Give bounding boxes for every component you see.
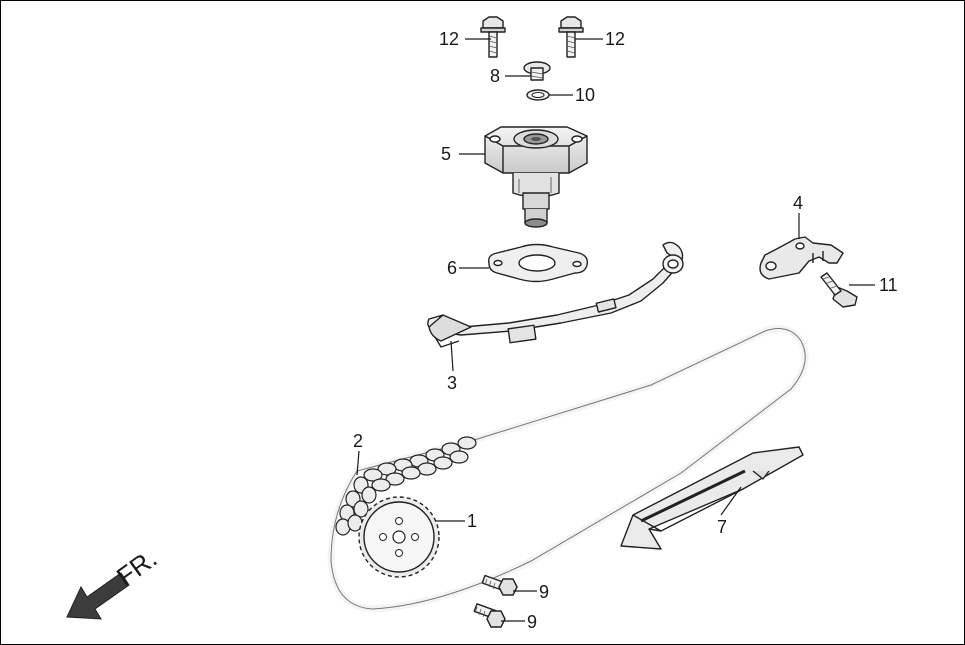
callout-7: 7 — [717, 517, 727, 537]
plug-bolt-8 — [523, 61, 551, 81]
gasket-6 — [487, 243, 589, 283]
chain-guide-7 — [620, 446, 804, 550]
callout-3: 3 — [447, 373, 457, 393]
callout-4: 4 — [793, 193, 803, 213]
leader-lines — [356, 38, 875, 622]
bracket-4 — [759, 236, 844, 280]
bolt-9-upper — [481, 574, 518, 596]
callout-labels: 12 12 8 10 5 6 3 4 11 2 1 7 9 9 — [353, 29, 898, 632]
sprocket-1 — [358, 496, 440, 578]
callout-11: 11 — [879, 275, 898, 295]
callout-12-right: 12 — [605, 29, 625, 49]
chain-tensioner-5 — [484, 126, 588, 228]
bolt-9-lower — [473, 603, 506, 628]
cam-chain-2 — [327, 325, 809, 613]
washer-10 — [526, 89, 550, 101]
front-direction-arrow: FR. — [66, 543, 162, 620]
callout-8: 8 — [490, 66, 500, 86]
callout-12-left: 12 — [439, 29, 459, 49]
callout-5: 5 — [441, 144, 451, 164]
callout-1: 1 — [467, 511, 477, 531]
callout-9-upper: 9 — [539, 582, 549, 602]
bolt-11 — [820, 272, 858, 308]
callout-2: 2 — [353, 431, 363, 451]
bolt-12-right — [558, 16, 584, 58]
tensioner-slipper-3 — [427, 241, 684, 348]
callout-9-lower: 9 — [527, 612, 537, 632]
bolt-12-left — [480, 16, 506, 58]
callout-10: 10 — [575, 85, 595, 105]
callout-6: 6 — [447, 258, 457, 278]
chain-links-detail — [335, 436, 477, 536]
